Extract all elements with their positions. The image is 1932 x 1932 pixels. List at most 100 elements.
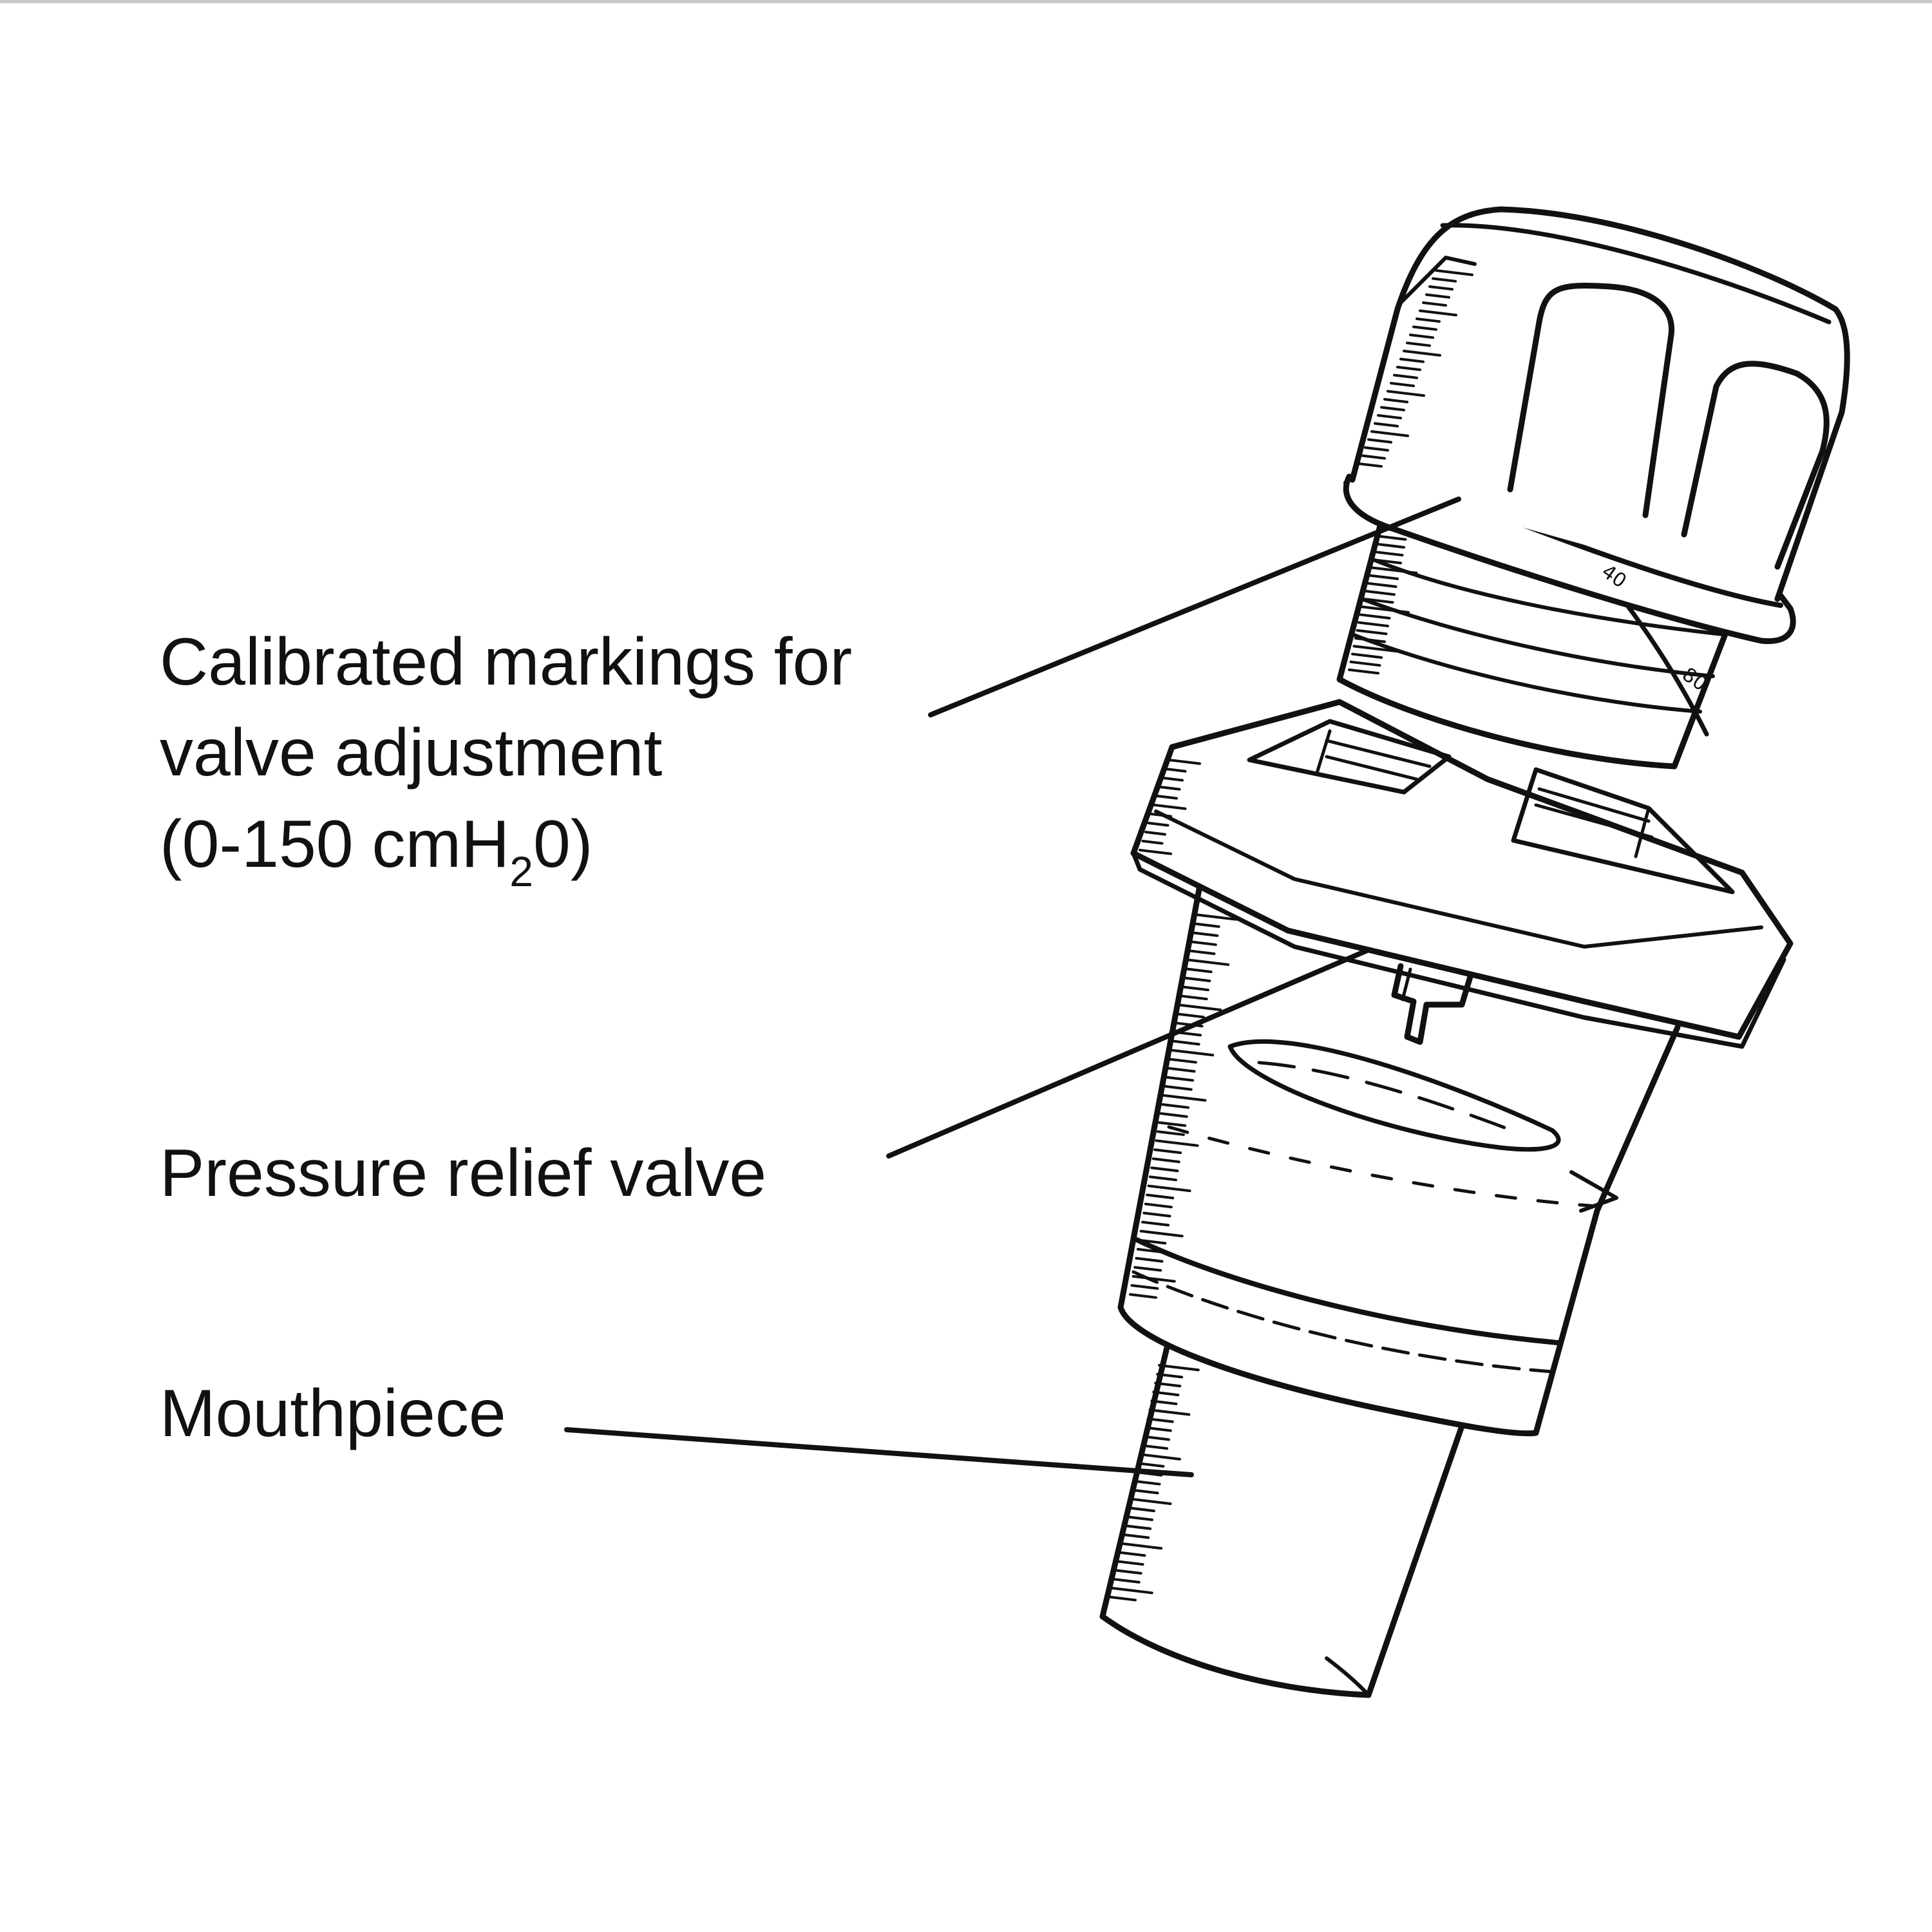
hatch-tick	[1132, 1488, 1159, 1495]
hatch-tick	[1139, 1229, 1184, 1238]
hatch-tick	[1132, 1274, 1176, 1283]
hatch-tick	[1186, 958, 1230, 966]
hatch-tick	[1435, 269, 1473, 276]
top-border	[0, 0, 1932, 3]
hatch-tick	[1142, 1435, 1170, 1441]
knob-hatching	[1358, 269, 1473, 468]
hatch-tick	[1419, 309, 1457, 317]
hatch-tick	[1374, 422, 1399, 428]
mouthpiece-tube	[1099, 1336, 1468, 1698]
hatch-tick	[1126, 1515, 1153, 1521]
hatch-tick	[1178, 1003, 1222, 1012]
hatch-tick	[1409, 334, 1434, 339]
hatch-tick	[1190, 931, 1219, 937]
hatch-tick	[1147, 1184, 1191, 1193]
hatch-tick	[1351, 652, 1383, 659]
hatch-tick	[1180, 985, 1209, 992]
hatch-tick	[1156, 1130, 1185, 1136]
hatch-tick	[1168, 1057, 1197, 1064]
body-hatching	[1129, 913, 1237, 1299]
leader-mouthpiece	[564, 1427, 1194, 1477]
hatch-tick	[1361, 454, 1386, 460]
hatch-tick	[1370, 430, 1409, 437]
hatch-tick	[1142, 1211, 1171, 1218]
hatch-tick	[1359, 613, 1391, 620]
hatch-tick	[1119, 1551, 1146, 1557]
flange-hatching	[1139, 759, 1201, 855]
hatch-tick	[1130, 1497, 1172, 1505]
hatch-tick	[1354, 637, 1386, 643]
hatch-tick	[1153, 804, 1187, 810]
hatch-tick	[1380, 406, 1405, 412]
hatch-tick	[1147, 822, 1170, 827]
hatch-tick	[1166, 1075, 1195, 1082]
hatch-tick	[1159, 1112, 1188, 1118]
hatch-tick	[1115, 1569, 1142, 1575]
hatch-tick	[1122, 1533, 1150, 1539]
lower-body	[1117, 876, 1681, 1437]
hatch-tick	[1367, 438, 1392, 444]
hatch-tick	[1124, 1524, 1152, 1530]
hatch-tick	[1148, 1408, 1191, 1416]
hatch-tick	[1150, 813, 1172, 818]
hatch-tick	[1144, 1202, 1173, 1209]
hatch-tick	[1162, 777, 1184, 782]
hatch-tick	[1161, 1103, 1189, 1109]
hatch-tick	[1144, 1426, 1172, 1432]
hatch-tick	[1368, 566, 1418, 574]
hatch-tick	[1164, 1084, 1193, 1091]
hatch-tick	[1349, 660, 1381, 667]
hatch-tick	[1148, 1175, 1177, 1182]
neck-hatching	[1348, 527, 1426, 675]
hatch-tick	[1193, 913, 1237, 921]
label-calibrated-markings: Calibrated markings for valve adjustment…	[160, 617, 853, 895]
hatch-tick	[1130, 1283, 1159, 1290]
hatch-tick	[1370, 558, 1402, 565]
hatch-tick	[1406, 341, 1431, 347]
hatch-tick	[1352, 645, 1402, 653]
flange-plate	[1130, 699, 1794, 1049]
hatch-tick	[1358, 621, 1389, 628]
hatch-tick	[1403, 350, 1441, 357]
hatch-tick	[1155, 1139, 1199, 1147]
hatch-tick	[1117, 1560, 1144, 1566]
hatch-tick	[1416, 317, 1441, 323]
hatch-tick	[1141, 1444, 1169, 1450]
hatch-tick	[1168, 759, 1201, 765]
label-calibrated-line3-subscript: 2	[509, 847, 533, 895]
hatch-tick	[1159, 786, 1181, 791]
hatch-tick	[1361, 605, 1410, 614]
label-pressure-relief-valve: Pressure relief valve	[160, 1136, 767, 1211]
hatch-tick	[1110, 1596, 1137, 1602]
label-mouthpiece: Mouthpiece	[160, 1376, 506, 1451]
leader-calibrated	[928, 497, 1461, 717]
label-calibrated-line3-suffix: 0)	[533, 806, 593, 882]
hatch-tick	[1138, 1238, 1167, 1245]
hatch-tick	[1356, 629, 1388, 636]
hatch-tick	[1158, 1121, 1187, 1127]
hatch-tick	[1374, 542, 1405, 549]
hatch-tick	[1399, 357, 1425, 363]
calibrated-neck	[1336, 506, 1742, 770]
hatch-tick	[1156, 795, 1178, 800]
hatch-tick	[1146, 1417, 1174, 1423]
hatch-tick	[1375, 535, 1407, 541]
hatch-tick	[1146, 1193, 1175, 1200]
hatch-tick	[1171, 1039, 1200, 1046]
hatch-tick	[1362, 598, 1394, 604]
hatch-tick	[1387, 390, 1425, 397]
hatch-tick	[1135, 1256, 1164, 1263]
hatch-tick	[1128, 1506, 1155, 1513]
hatch-tick	[1365, 582, 1397, 588]
hatch-tick	[1141, 840, 1164, 845]
hatch-tick	[1113, 1578, 1141, 1584]
hatch-tick	[1129, 1293, 1157, 1299]
hatch-tick	[1182, 976, 1211, 983]
hatch-tick	[1348, 668, 1379, 675]
hatch-tick	[1153, 1148, 1182, 1155]
label-calibrated-line1: Calibrated markings for	[160, 625, 853, 699]
hatch-tick	[1151, 1157, 1180, 1164]
label-calibrated-line3-prefix: (0-150 cmH	[160, 806, 510, 882]
